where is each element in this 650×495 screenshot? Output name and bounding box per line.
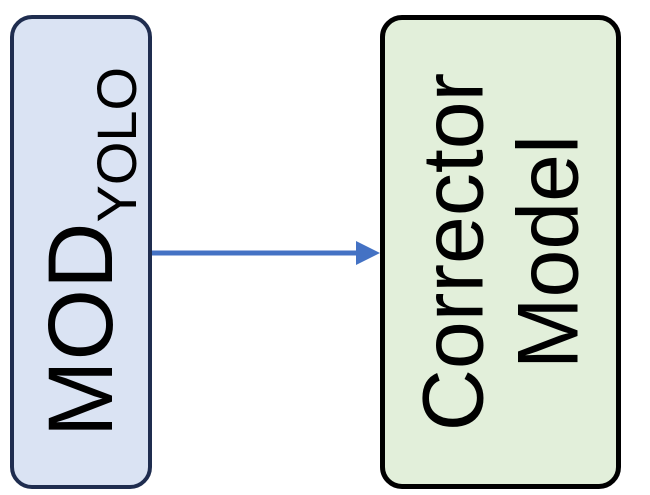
- corrector-model-label: Corrector Model: [404, 72, 596, 432]
- mod-yolo-label: MODYOLO: [30, 67, 148, 437]
- mod-yolo-box: MODYOLO: [10, 15, 152, 489]
- arrow-head: [356, 241, 380, 265]
- mod-main-text: MOD: [30, 222, 132, 438]
- corrector-model-box: Corrector Model: [380, 15, 621, 489]
- mod-subscript-text: YOLO: [85, 66, 148, 223]
- corrector-line-2: Model: [499, 134, 596, 370]
- corrector-line-1: Corrector: [404, 72, 501, 432]
